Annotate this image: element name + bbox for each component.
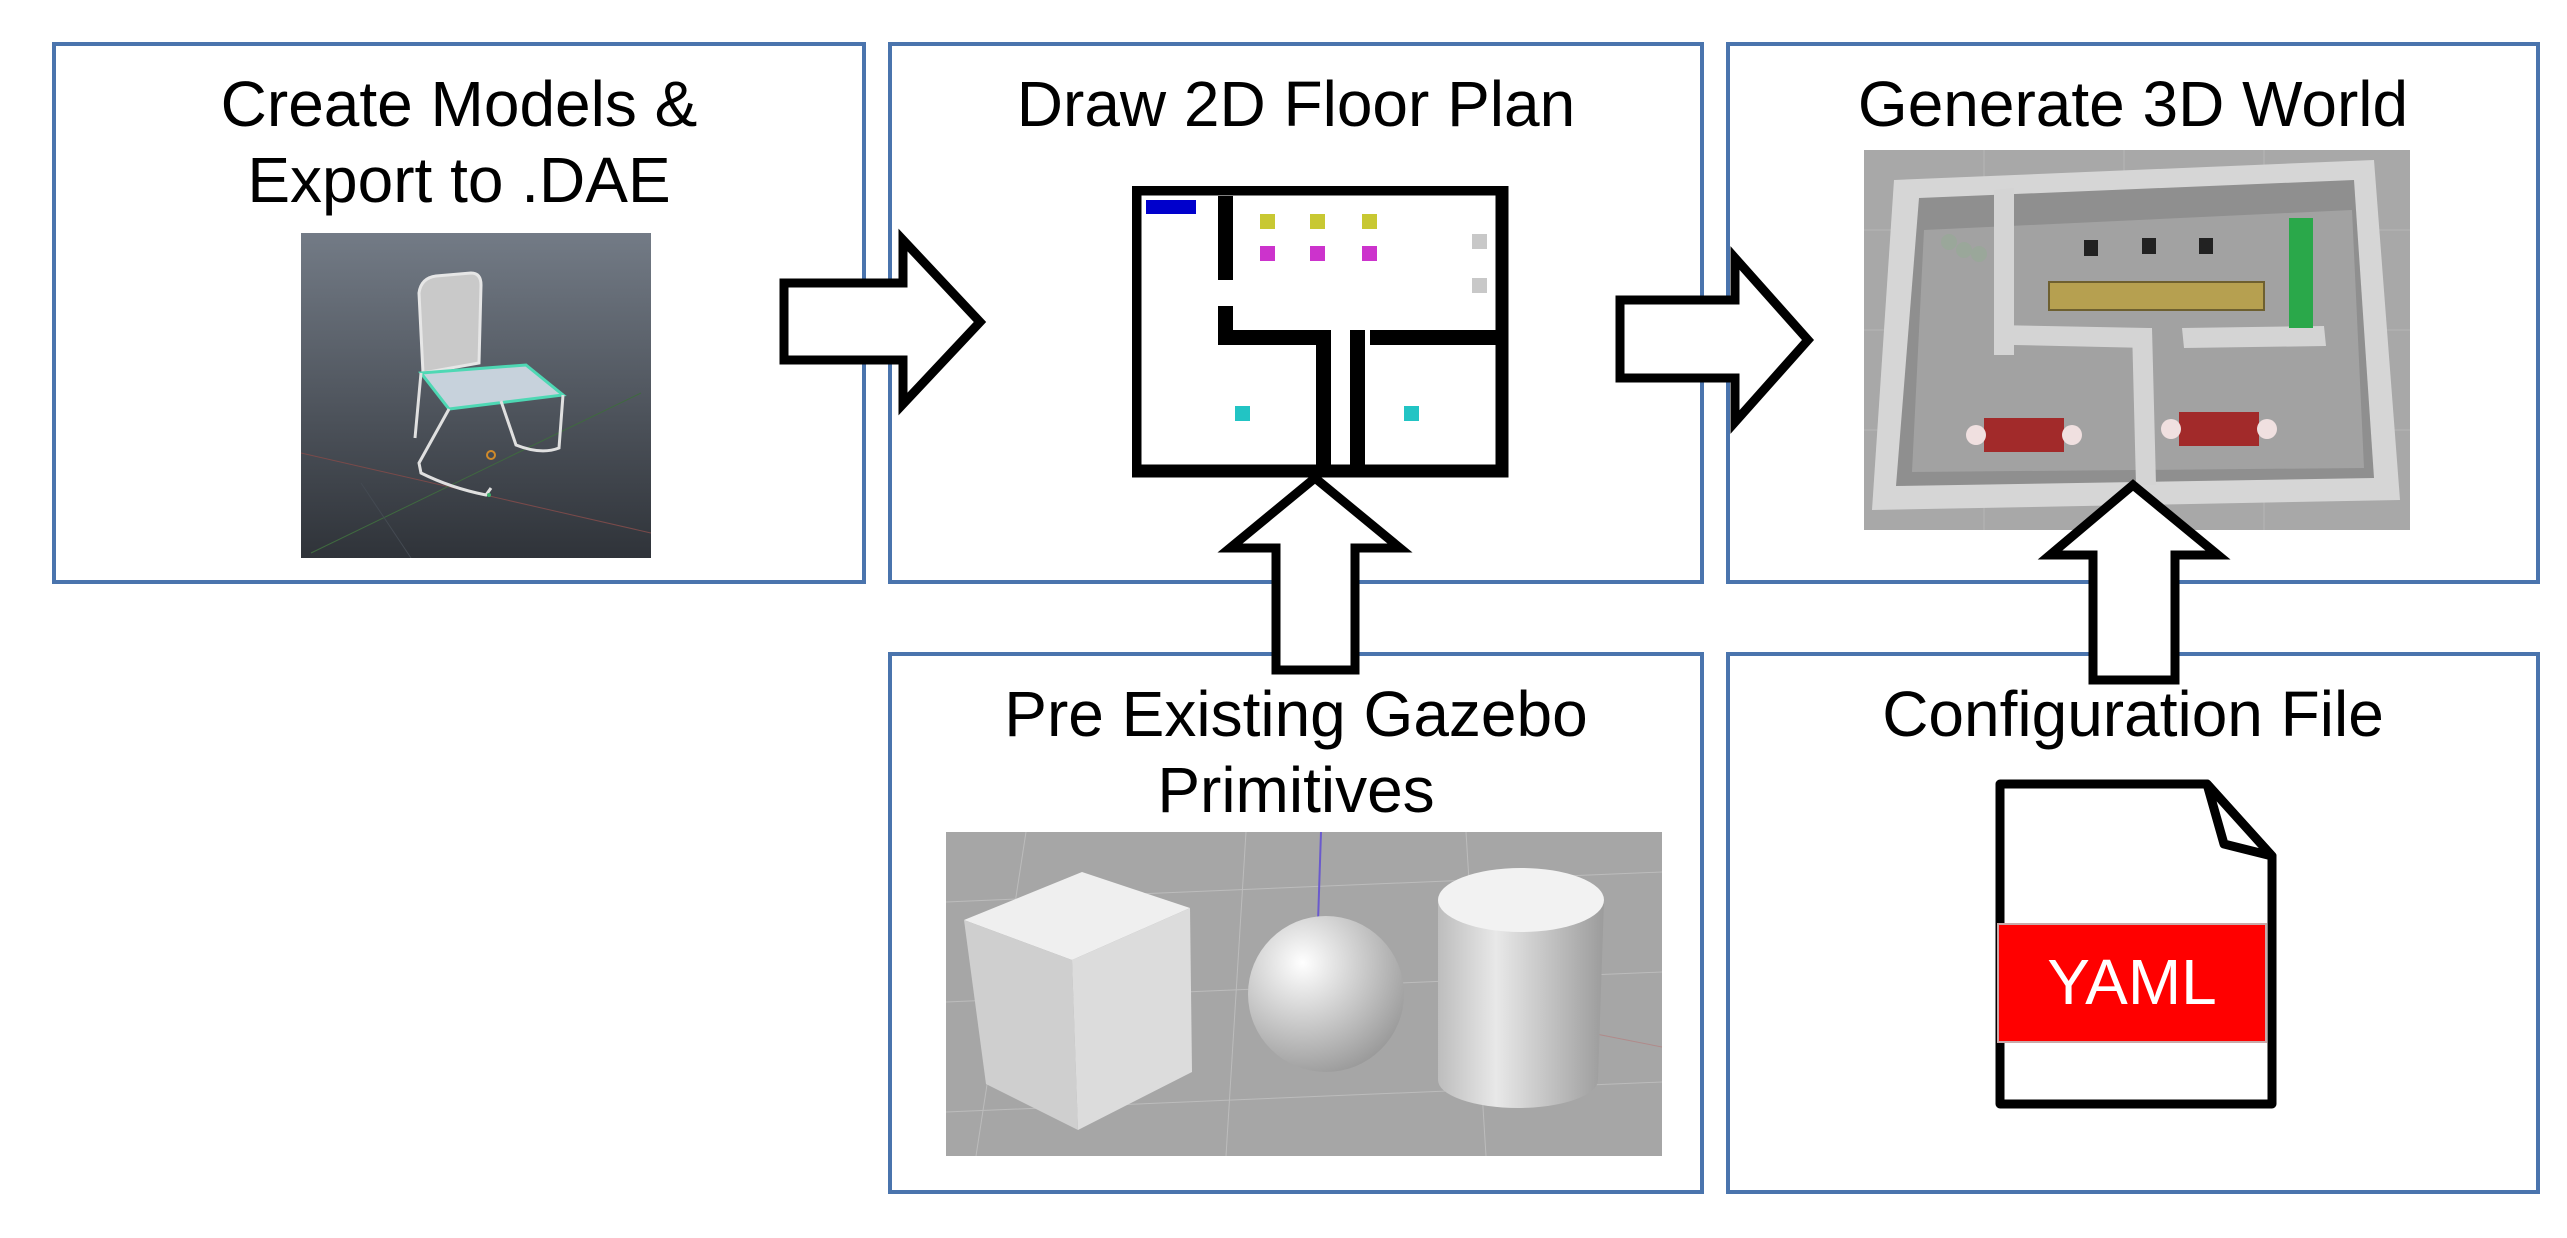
3d-world-icon [1864,150,2410,530]
primitive-shapes-icon [946,832,1662,1156]
step-gazebo-primitives: Pre Existing Gazebo Primitives [888,652,1704,1194]
yaml-label: YAML [2047,946,2217,1018]
step-generate-world-title: Generate 3D World [1857,68,2409,140]
step-floor-plan-title: Draw 2D Floor Plan [1016,68,1576,140]
yaml-file-icon: YAML [1995,779,2277,1109]
chair-model-icon [301,233,651,558]
step-create-models: Create Models & Export to .DAE [52,42,866,584]
step-gazebo-primitives-title: Pre Existing Gazebo Primitives [892,676,1700,828]
step-floor-plan: Draw 2D Floor Plan [888,42,1704,584]
step-create-models-title: Create Models & Export to .DAE [56,66,862,218]
step-create-models-title-line2: Export to .DAE [247,144,671,216]
step-create-models-title-line1: Create Models & [220,68,698,140]
step-gazebo-primitives-title-line2: Primitives [1157,754,1435,826]
floor-plan-icon [1132,186,1512,486]
step-configuration-file-title: Configuration File [1882,678,2384,750]
step-generate-world: Generate 3D World [1726,42,2540,584]
step-configuration-file: Configuration File YAML [1726,652,2540,1194]
step-gazebo-primitives-title-line1: Pre Existing Gazebo [1004,678,1588,750]
